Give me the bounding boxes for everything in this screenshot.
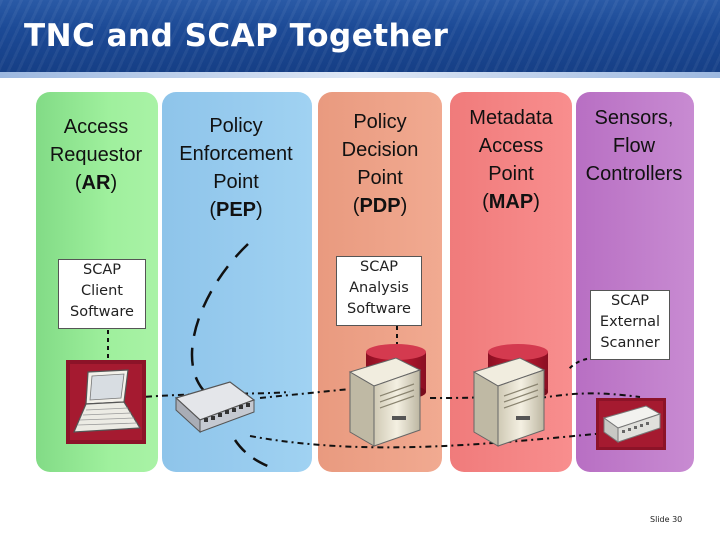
label-pdp-abbr: PDP: [359, 195, 401, 217]
analysis-line1: SCAP: [360, 259, 398, 275]
label-pdp-line2: Decision: [341, 139, 419, 161]
label-metadata-access-point: Metadata Access Point (MAP): [452, 104, 570, 216]
slide-title: TNC and SCAP Together: [24, 18, 449, 54]
label-sensors-line2: Flow: [612, 135, 656, 157]
pep-enforcement-arc-lower: [233, 439, 273, 470]
box-scap-external-scanner: SCAP External Scanner: [590, 290, 670, 360]
scanner-line1: SCAP: [611, 293, 649, 309]
title-bar-texture: [0, 0, 720, 72]
label-pep-line2: Enforcement: [179, 143, 293, 165]
label-pdp-line1: Policy: [353, 111, 407, 133]
label-ar-abbr-line: (AR): [74, 172, 118, 194]
label-sensors-line1: Sensors,: [594, 107, 674, 129]
client-line3: Software: [70, 304, 134, 320]
scanner-line2: External: [599, 314, 661, 330]
label-pdp-abbr-line: (PDP): [352, 195, 408, 217]
label-pep-abbr: PEP: [215, 199, 257, 221]
label-map-abbr: MAP: [488, 191, 534, 213]
label-pdp-line3: Point: [357, 167, 403, 189]
label-pep-abbr-line: (PEP): [209, 199, 263, 221]
title-bar: TNC and SCAP Together: [0, 0, 720, 72]
link-switch-to-scanner: [249, 429, 641, 449]
label-ar-line1: Access: [63, 116, 129, 138]
server-icon: [472, 357, 546, 447]
label-policy-enforcement-point: Policy Enforcement Point (PEP): [162, 112, 310, 224]
label-ar-line2: Requestor: [49, 144, 143, 166]
label-pep-line3: Point: [213, 171, 259, 193]
laptop-icon: [66, 360, 146, 444]
label-sensors-flow-controllers: Sensors, Flow Controllers: [574, 104, 694, 188]
title-divider: [0, 72, 720, 78]
analysis-line2: Analysis: [349, 280, 409, 296]
client-line2: Client: [81, 283, 123, 299]
box-scap-analysis-software: SCAP Analysis Software: [336, 256, 422, 326]
label-pep-line1: Policy: [209, 115, 263, 137]
server-icon: [348, 357, 422, 447]
network-switch-icon: [174, 381, 256, 434]
link-map-to-sensor: [539, 392, 641, 399]
scanner-line3: Scanner: [600, 335, 660, 351]
label-sensors-line3: Controllers: [585, 163, 683, 185]
label-map-line2: Access: [478, 135, 544, 157]
label-map-line3: Point: [488, 163, 534, 185]
analysis-line3: Software: [347, 301, 411, 317]
slide-number: Slide 30: [650, 515, 683, 524]
scanner-device-icon: [596, 398, 666, 450]
label-policy-decision-point: Policy Decision Point (PDP): [318, 108, 442, 220]
pep-enforcement-arc: [190, 243, 249, 393]
label-ar-abbr: AR: [81, 172, 111, 194]
label-map-abbr-line: (MAP): [482, 191, 540, 213]
label-access-requestor: Access Requestor (AR): [36, 113, 156, 197]
client-line1: SCAP: [83, 262, 121, 278]
label-map-line1: Metadata: [469, 107, 553, 129]
link-switch-to-pdp: [259, 387, 361, 399]
box-scap-client-software: SCAP Client Software: [58, 259, 146, 329]
